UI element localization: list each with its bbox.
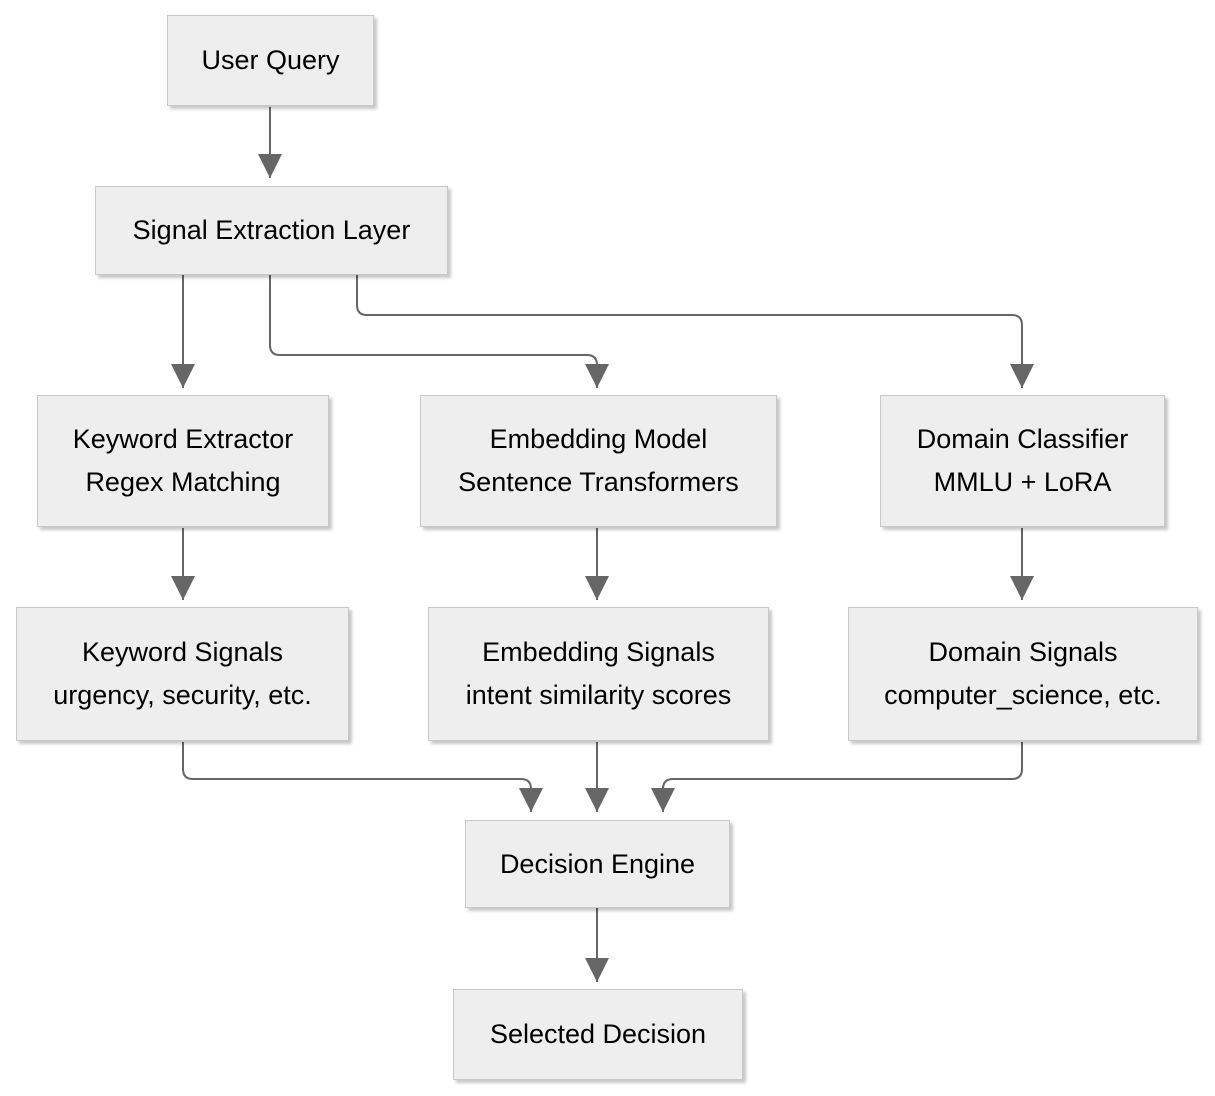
node-label: Keyword Extractor (72, 424, 294, 454)
node-sublabel: computer_science, etc. (884, 680, 1162, 710)
node-sublabel: intent similarity scores (465, 680, 732, 710)
edge-keyword-signals-to-decision-engine (182, 742, 543, 812)
node-label: Domain Signals (928, 637, 1118, 667)
node-embedding-model: Embedding Model Sentence Transformers (420, 395, 777, 527)
node-keyword-signals: Keyword Signals urgency, security, etc. (16, 607, 349, 741)
node-sublabel: Regex Matching (85, 467, 281, 497)
node-label: Signal Extraction Layer (132, 215, 411, 245)
edge-signal-extraction-to-domain-classifier (356, 275, 1034, 388)
node-label: Embedding Model (489, 424, 708, 454)
node-decision-engine: Decision Engine (465, 820, 730, 908)
node-embedding-signals: Embedding Signals intent similarity scor… (428, 607, 769, 741)
node-label: Embedding Signals (482, 637, 715, 667)
node-label: Domain Classifier (916, 424, 1129, 454)
node-label: User Query (201, 45, 340, 75)
node-sublabel: MMLU + LoRA (933, 467, 1112, 497)
edge-domain-signals-to-decision-engine (651, 742, 1023, 812)
node-label: Keyword Signals (81, 637, 284, 667)
node-signal-extraction-layer: Signal Extraction Layer (95, 186, 448, 275)
node-label: Decision Engine (499, 848, 696, 879)
node-keyword-extractor: Keyword Extractor Regex Matching (37, 395, 329, 527)
node-selected-decision: Selected Decision (453, 989, 743, 1080)
node-domain-signals: Domain Signals computer_science, etc. (848, 607, 1198, 741)
node-label: Selected Decision (489, 1019, 707, 1049)
node-domain-classifier: Domain Classifier MMLU + LoRA (880, 395, 1165, 527)
edge-signal-extraction-to-embedding-model (269, 275, 609, 388)
node-sublabel: Sentence Transformers (458, 467, 739, 497)
node-sublabel: urgency, security, etc. (53, 680, 312, 710)
node-user-query: User Query (167, 15, 374, 106)
